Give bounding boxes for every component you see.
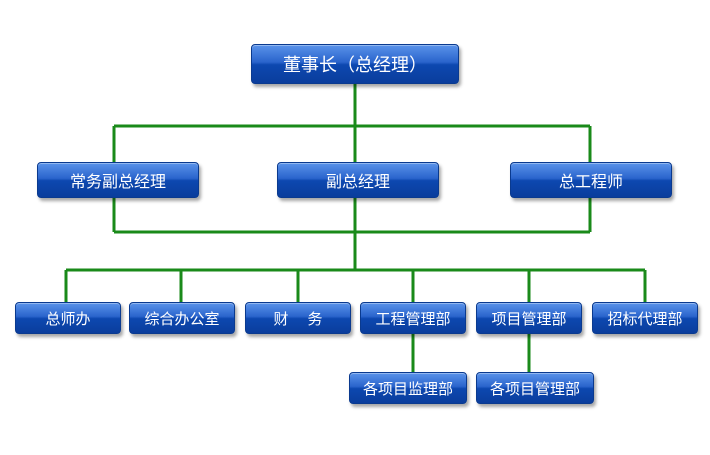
department-box: 工程管理部 [360, 302, 466, 334]
chairman-box: 董事长（总经理） [251, 44, 459, 84]
department-box: 项目管理部 [476, 302, 582, 334]
chief-engineer-box: 总工程师 [510, 162, 672, 198]
department-box: 招标代理部 [592, 302, 698, 334]
department-box: 总师办 [15, 302, 121, 334]
department-box: 财 务 [245, 302, 351, 334]
supervision-units-box: 各项目监理部 [349, 372, 467, 404]
vice-president-box: 副总经理 [277, 162, 439, 198]
department-box: 综合办公室 [129, 302, 235, 334]
project-management-units-box: 各项目管理部 [476, 372, 594, 404]
executive-vp-box: 常务副总经理 [37, 162, 199, 198]
